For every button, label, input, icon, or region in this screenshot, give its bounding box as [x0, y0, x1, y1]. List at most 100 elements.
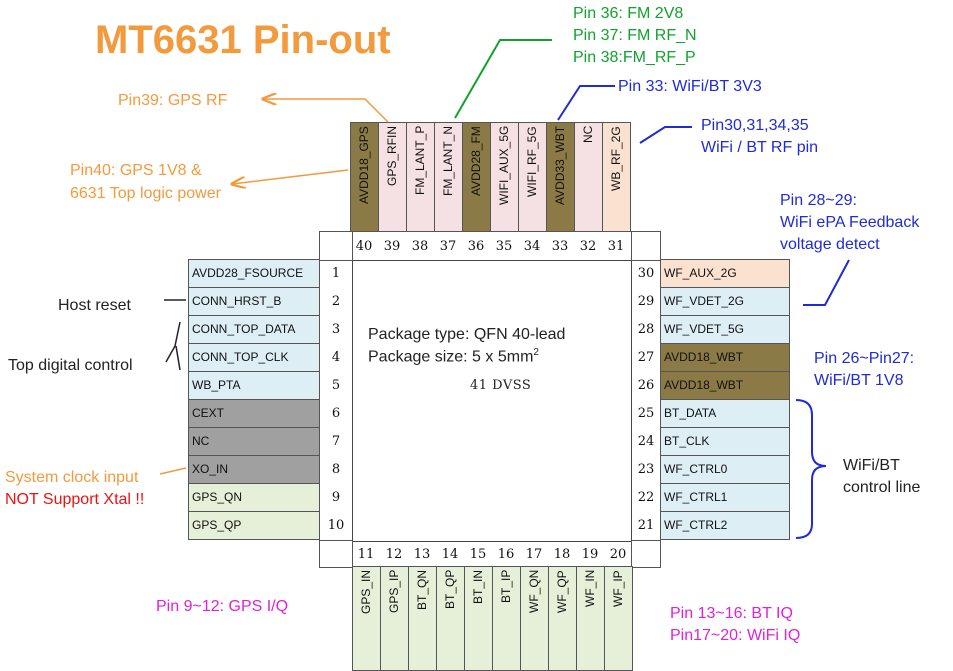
- top-pin-label-box: [574, 122, 603, 232]
- left-pin-label-box: [188, 399, 320, 428]
- right-pin-label-box: [660, 511, 790, 540]
- right-pin-number: 25: [637, 405, 655, 421]
- bottom-pin-label-box: [548, 566, 577, 671]
- sysclk-line: [159, 467, 187, 475]
- pin26-note-2: WiFi/BT 1V8: [814, 372, 904, 389]
- pin40-note-1: Pin40: GPS 1V8 &: [70, 162, 202, 179]
- left-pin-number: 2: [331, 293, 341, 309]
- rf-pin-note-2: WiFi / BT RF pin: [701, 139, 819, 156]
- left-pin-label-box: [188, 371, 320, 400]
- top-pin-number: 39: [383, 238, 401, 254]
- right-pin-label-box: [660, 427, 790, 456]
- center-pad-label: 41 DVSS: [470, 378, 532, 393]
- left-pin-name: CONN_TOP_CLK: [192, 350, 289, 364]
- bottom-pin-number: 15: [469, 546, 487, 562]
- top-pin-number: 37: [439, 238, 457, 254]
- left-pin-label-box: [188, 483, 320, 512]
- right-pin-number: 23: [637, 461, 655, 477]
- left-pin-name: GPS_QP: [192, 518, 242, 532]
- right-pin-name: WF_VDET_5G: [664, 322, 745, 336]
- right-pin-number: 29: [637, 293, 655, 309]
- bottom-pin-number: 20: [609, 546, 627, 562]
- bottom-pin-number: 17: [525, 546, 543, 562]
- left-pin-label-box: [188, 511, 320, 540]
- gps-iq-note: Pin 9~12: GPS I/Q: [156, 598, 289, 615]
- top-pin-name: AVDD28_FM: [469, 126, 483, 196]
- bottom-pin-name: WF_QN: [527, 570, 541, 614]
- right-pin-name: AVDD18_WBT: [664, 350, 744, 364]
- bottom-pin-name: WF_IP: [611, 570, 625, 607]
- top-pin-number: 31: [607, 238, 625, 254]
- pin33-note: Pin 33: WiFi/BT 3V3: [618, 78, 762, 95]
- right-pin-name: WF_CTRL1: [664, 490, 728, 504]
- right-pin-number: 22: [637, 489, 655, 505]
- bottom-pin-name: GPS_IP: [387, 570, 401, 614]
- right-pin-number: 21: [637, 517, 655, 533]
- control-line-bracket: [795, 399, 827, 539]
- corner-box-bottom-right: [631, 540, 661, 568]
- corner-box-bottom-left: [319, 540, 353, 568]
- right-pin-number: 28: [637, 321, 655, 337]
- top-pin-name: GPS_RFIN: [385, 126, 399, 187]
- vdet-leader-line: [803, 259, 850, 306]
- top-pin-name: FM_LANT_P: [413, 126, 427, 196]
- left-pin-number: 4: [331, 349, 341, 365]
- right-pin-name: WF_CTRL2: [664, 518, 728, 532]
- left-pin-name: XO_IN: [192, 462, 229, 476]
- rf-pin-note-1: Pin30,31,34,35: [701, 117, 809, 134]
- bottom-pin-number: 14: [441, 546, 459, 562]
- left-pin-name: WB_PTA: [192, 378, 241, 392]
- top-pin-label-box: [378, 122, 407, 232]
- pin26-note-1: Pin 26~Pin27:: [814, 350, 915, 367]
- left-pin-number: 1: [331, 265, 341, 281]
- top-pin-label-box: [602, 122, 631, 232]
- right-pin-name: WF_AUX_2G: [664, 266, 737, 280]
- top-pin-label-box: [406, 122, 435, 232]
- left-pin-number: 7: [331, 433, 341, 449]
- bottom-pin-number: 11: [357, 546, 375, 562]
- pin40-arrow: [232, 169, 349, 184]
- left-pin-number: 8: [331, 461, 341, 477]
- top-pin-number: 40: [355, 238, 373, 254]
- bottom-pin-number: 19: [581, 546, 599, 562]
- right-pin-number: 27: [637, 349, 655, 365]
- right-pin-label-box: [660, 483, 790, 512]
- left-pin-number: 3: [331, 321, 341, 337]
- right-pin-label-box: [660, 371, 790, 400]
- top-pin-name: WB_RF_2G: [609, 126, 623, 191]
- left-pin-number: 6: [331, 405, 341, 421]
- bottom-pin-name: WF_IN: [583, 570, 597, 608]
- bottom-pin-label-box: [464, 566, 493, 671]
- right-pin-name: WF_VDET_2G: [664, 294, 745, 308]
- pin39-note: Pin39: GPS RF: [118, 92, 228, 109]
- control-line-note-2: control line: [843, 479, 921, 496]
- top-digital-note: Top digital control: [8, 357, 133, 374]
- bt-iq-note: Pin 13~16: BT IQ: [670, 605, 793, 622]
- sysclk-note: System clock input: [5, 469, 139, 486]
- pin33-leader-line: [557, 85, 615, 121]
- top-pin-number: 38: [411, 238, 429, 254]
- bottom-pin-name: BT_QP: [443, 570, 457, 610]
- bottom-pin-name: BT_QN: [415, 570, 429, 611]
- top-pin-number: 33: [551, 238, 569, 254]
- right-pin-name: AVDD18_WBT: [664, 378, 744, 392]
- rf-leader-line: [639, 126, 692, 144]
- right-pin-number: 24: [637, 433, 655, 449]
- bottom-pin-number: 13: [413, 546, 431, 562]
- top-pin-name: WIFI_RF_5G: [525, 126, 539, 197]
- right-pin-name: BT_DATA: [664, 406, 717, 420]
- top-pin-number: 36: [467, 238, 485, 254]
- top-pin-number: 35: [495, 238, 513, 254]
- bottom-pin-name: BT_IP: [499, 570, 513, 604]
- fm-pin-note-3: Pin 38:FM_RF_P: [573, 49, 696, 66]
- bottom-pin-name: BT_IN: [471, 570, 485, 605]
- package-type: Package type: QFN 40-lead: [368, 326, 566, 343]
- right-pin-label-box: [660, 287, 790, 316]
- left-pin-label-box: [188, 427, 320, 456]
- bottom-pin-name: GPS_IN: [359, 570, 373, 615]
- left-pin-label-box: [188, 343, 320, 372]
- wifi-iq-note: Pin17~20: WiFi IQ: [670, 627, 801, 644]
- top-pin-name: AVDD33_WBT: [553, 126, 567, 206]
- pin39-arrow: [263, 99, 389, 123]
- top-pin-name: AVDD18_GPS: [357, 126, 371, 204]
